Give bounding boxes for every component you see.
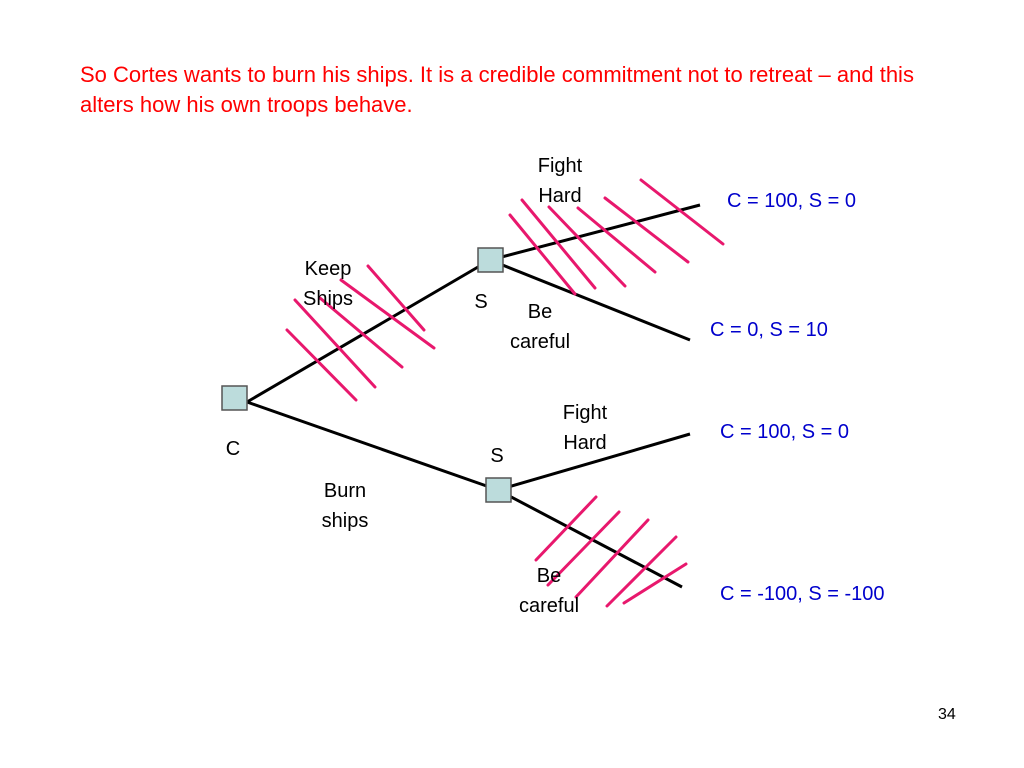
branch-label-burn-ships: Burn ships [321,480,369,532]
player-label-s-bottom: S [490,445,504,467]
edge-top-fight-hard [489,203,701,262]
branch-label-bottom-fight-hard: Fight Hard [562,402,608,454]
slide-caption: So Cortes wants to burn his ships. It is… [80,62,914,117]
edge-top-be-careful [489,258,691,342]
payoff-keep-fight: C = 100, S = 0 [727,190,856,212]
edge-bottom-be-careful [497,488,683,589]
player-label-c: C [225,438,241,460]
node-s-after-keep [477,247,504,273]
branch-label-bottom-be-careful: Be careful [518,565,580,617]
branch-label-keep-ships: Keep Ships [302,258,354,310]
strike-marks-bottom-be-careful [534,495,688,608]
payoff-burn-fight: C = 100, S = 0 [720,421,849,443]
edge-keep-ships [246,258,491,404]
node-s-after-burn [485,477,512,503]
player-label-s-top: S [474,291,488,313]
root-node-c [221,385,248,411]
payoff-burn-careful: C = -100, S = -100 [720,583,885,605]
edge-bottom-fight-hard [497,432,691,492]
strike-marks-keep-ships [285,264,436,402]
edge-burn-ships [246,400,499,492]
strike-marks-top-fight-hard [508,178,725,296]
branch-label-top-be-careful: Be careful [509,301,571,353]
payoff-keep-careful: C = 0, S = 10 [710,319,828,341]
slide-number: 34 [938,706,956,723]
branch-label-top-fight-hard: Fight Hard [537,155,583,207]
